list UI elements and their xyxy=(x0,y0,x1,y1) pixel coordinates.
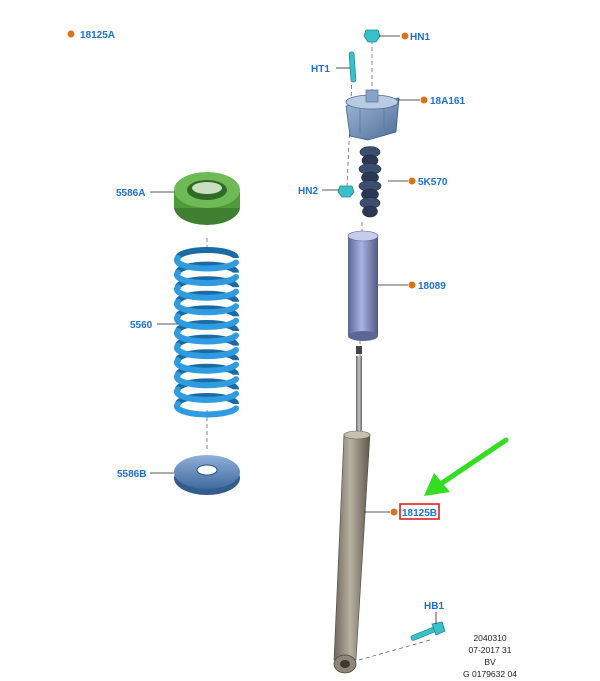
spring-coil-front xyxy=(173,357,239,374)
callout-18125b[interactable]: 18125B xyxy=(402,508,437,519)
callout-18a161[interactable]: 18A161 xyxy=(430,96,465,107)
upper-spring-seat[interactable] xyxy=(174,172,240,225)
spring-coil-front xyxy=(173,284,239,301)
callout-hb1[interactable]: HB1 xyxy=(424,601,444,612)
coil-spring[interactable] xyxy=(173,247,239,418)
orange-dot-icon xyxy=(408,281,416,289)
spring-coil-front xyxy=(173,328,239,345)
callout-5586a[interactable]: 5586A xyxy=(116,188,145,199)
bump-stop[interactable] xyxy=(358,146,382,218)
callout-18089[interactable]: 18089 xyxy=(418,281,446,292)
bump-stop-rib xyxy=(362,205,378,218)
info-line-2: 07-2017 31 xyxy=(468,645,511,655)
callout-hn2[interactable]: HN2 xyxy=(298,186,318,197)
bolt-hb1[interactable] xyxy=(410,621,446,641)
spring-coil-front xyxy=(173,401,239,418)
leader-lines xyxy=(150,35,437,624)
green-arrow-icon xyxy=(424,437,509,496)
orange-dot-icon xyxy=(390,508,398,516)
callout-18125a[interactable]: 18125A xyxy=(80,30,115,41)
spring-coil-back xyxy=(175,247,239,259)
bolt-ht1[interactable] xyxy=(348,51,357,83)
spring-coil-back xyxy=(175,305,239,318)
illustration-info: 2040310 07-2017 31 BV G 0179632 04 xyxy=(463,633,517,679)
callout-hn1[interactable]: HN1 xyxy=(410,32,430,43)
callout-5586b[interactable]: 5586B xyxy=(117,469,146,480)
spring-coil-back xyxy=(175,349,239,361)
highlight-box xyxy=(399,503,440,520)
marker-dots xyxy=(67,30,428,516)
piston-rod xyxy=(356,346,362,432)
spring-coil-front xyxy=(173,342,239,360)
spring-coil-back xyxy=(175,393,239,405)
orange-dot-icon xyxy=(67,30,75,38)
callout-5k570[interactable]: 5K570 xyxy=(418,177,448,188)
lower-spring-seat[interactable] xyxy=(174,455,240,495)
spring-coil-front xyxy=(173,269,239,287)
nut-hn2[interactable] xyxy=(337,185,355,198)
spring-coil-back xyxy=(175,290,239,303)
spring-coil-back xyxy=(175,276,239,288)
spring-coil-back xyxy=(175,378,239,391)
axis-line xyxy=(351,639,431,663)
spring-coil-front xyxy=(173,313,239,330)
spring-coil-back xyxy=(175,334,239,347)
spring-coil-back xyxy=(175,363,239,376)
top-mount[interactable] xyxy=(345,89,400,141)
dust-cover[interactable] xyxy=(347,230,379,341)
spring-coil-front xyxy=(173,371,239,389)
spring-coil-front xyxy=(173,255,239,272)
callout-5560[interactable]: 5560 xyxy=(130,320,153,331)
spring-coil-front xyxy=(173,386,239,403)
spring-coil-back xyxy=(175,261,239,274)
spring-coil-front xyxy=(173,298,239,316)
nut-hn1[interactable] xyxy=(363,29,381,43)
callout-ht1[interactable]: HT1 xyxy=(311,64,330,75)
shock-absorber[interactable] xyxy=(333,430,371,674)
orange-dot-icon xyxy=(420,96,428,104)
orange-dot-icon xyxy=(401,32,409,40)
info-line-3: BV xyxy=(484,657,496,667)
info-line-1: 2040310 xyxy=(473,633,506,643)
spring-coil-back xyxy=(175,320,239,332)
orange-dot-icon xyxy=(408,177,416,185)
info-line-4: G 0179632 04 xyxy=(463,669,517,679)
